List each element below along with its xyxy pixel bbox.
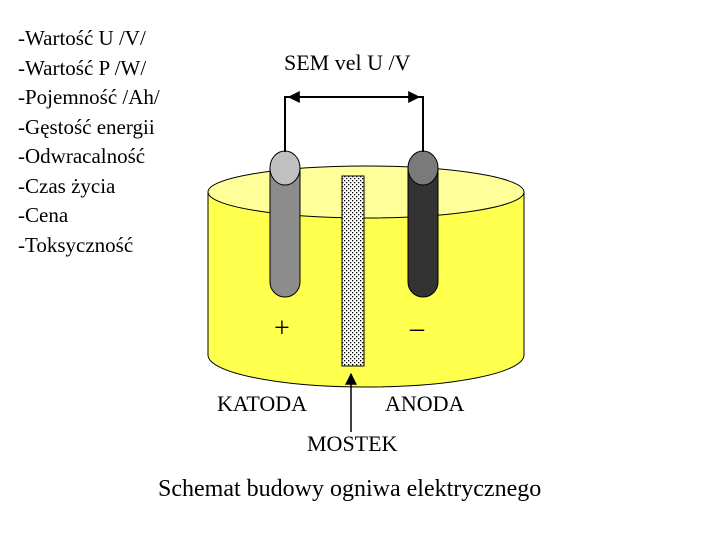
parameter-item: -Cena [18,203,69,227]
vessel-top [207,165,525,219]
parameter-item: -Odwracalność [18,144,146,168]
parameter-item: -Toksyczność [18,232,134,257]
salt-bridge [341,175,365,367]
parameter-item: -Wartość P /W/ [18,55,147,80]
external-circuit [284,96,424,152]
diagram-caption: Schemat budowy ogniwa elektrycznego [158,476,542,502]
cathode-electrode [269,150,301,298]
plus-sign: + [274,313,290,344]
anode-label: ANODA [385,391,465,416]
anode-electrode [407,150,439,298]
cathode-label: KATODA [217,391,308,416]
vessel-body [207,191,525,388]
parameter-item: -Pojemność /Ah/ [18,85,160,109]
parameter-list: -Wartość U /V/ -Wartość P /W/ -Pojemność… [18,24,160,260]
parameter-item: -Wartość U /V/ [18,26,146,50]
parameter-item: -Gęstość energii [18,114,155,139]
emf-label: SEM vel U /V [284,50,411,75]
bridge-label: MOSTEK [307,431,398,456]
electrolyte-vessel [207,165,525,388]
parameter-item: -Czas życia [18,173,116,198]
minus-sign: – [410,313,424,344]
